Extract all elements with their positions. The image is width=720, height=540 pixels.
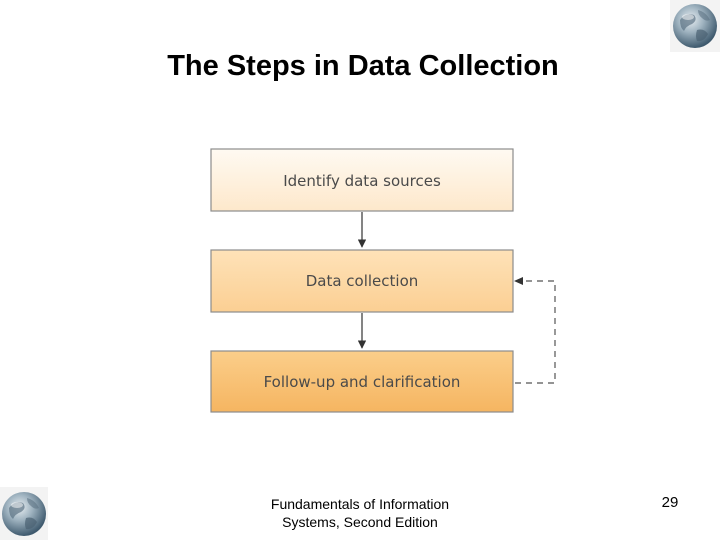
page-number: 29 [661, 494, 679, 511]
step-box [210, 350, 514, 413]
step-label: Follow-up and clarification [264, 373, 461, 391]
step-follow-up-and-clarification: Follow-up and clarification [210, 350, 514, 413]
feedback-loop-line [515, 280, 556, 384]
step-label: Data collection [306, 272, 419, 290]
slide-title: The Steps in Data Collection [167, 50, 559, 82]
globe-icon [670, 0, 720, 52]
step-data-collection: Data collection [210, 249, 514, 313]
footer-text: Fundamentals of Information Systems, Sec… [250, 495, 470, 531]
step-box [210, 148, 514, 212]
globe-icon [0, 487, 48, 540]
step-box [210, 249, 514, 313]
step-label: Identify data sources [283, 172, 441, 190]
feedback-arrowhead [514, 277, 523, 285]
footer-line: Fundamentals of Information [270, 496, 450, 512]
footer-line: Systems, Second Edition [282, 514, 438, 530]
step-identify-data-sources: Identify data sources [210, 148, 514, 212]
